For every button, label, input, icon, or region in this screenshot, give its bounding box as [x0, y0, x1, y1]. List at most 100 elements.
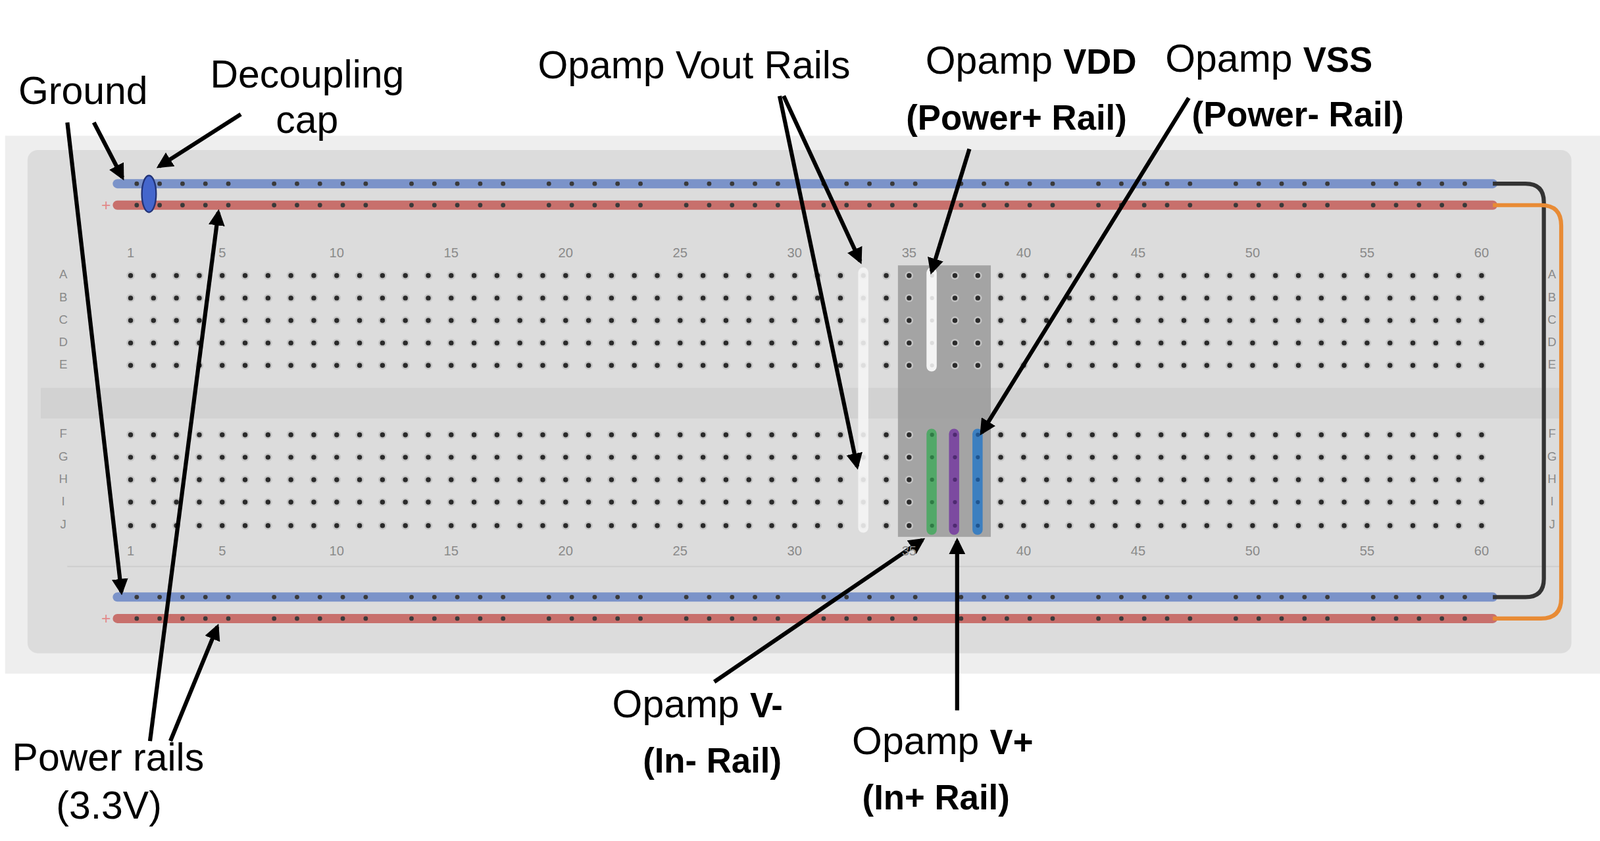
callout-label: Opamp [851, 719, 979, 764]
hole [1294, 475, 1302, 484]
hole [998, 363, 1003, 368]
hole [1042, 430, 1051, 439]
hole [1387, 317, 1393, 323]
hole [1439, 615, 1445, 621]
hole [653, 521, 662, 530]
hole [1433, 295, 1439, 300]
hole [538, 338, 547, 347]
callout-label: (In- Rail) [642, 740, 782, 781]
hole [180, 181, 185, 187]
hole [1248, 294, 1257, 302]
hole [684, 615, 689, 621]
hole [240, 430, 249, 439]
hole [1296, 317, 1301, 323]
hole [1410, 363, 1416, 368]
hole [632, 295, 637, 300]
leader-arrow [955, 540, 960, 710]
hole [1340, 498, 1349, 506]
hole [867, 594, 872, 600]
hole [1319, 317, 1324, 323]
hole [861, 500, 866, 504]
hole [1340, 361, 1349, 370]
hole [698, 361, 707, 370]
hole [1233, 202, 1239, 208]
hole [332, 361, 341, 370]
hole [378, 271, 387, 280]
hole [340, 615, 346, 621]
breadboard-index: F [59, 427, 67, 442]
hole [1111, 271, 1120, 280]
hole [309, 361, 318, 370]
callout-label: Decoupling cap [198, 53, 416, 143]
hole [1296, 432, 1301, 437]
hole [517, 523, 522, 528]
hole [471, 317, 477, 323]
hole [126, 316, 135, 325]
hole [1096, 181, 1101, 187]
hole [378, 475, 387, 484]
hole [1273, 499, 1278, 504]
hole [1142, 615, 1147, 621]
hole [1157, 453, 1166, 462]
hole [1204, 273, 1210, 278]
hole [357, 340, 362, 345]
hole [1019, 498, 1028, 506]
hole [1090, 523, 1095, 528]
hole [1371, 594, 1376, 600]
hole [1134, 361, 1143, 370]
hole [492, 271, 501, 280]
hole [790, 271, 799, 280]
hole [930, 273, 935, 278]
hole [1279, 594, 1285, 600]
hole [195, 521, 204, 530]
hole [126, 430, 135, 439]
hole [1090, 476, 1095, 482]
hole [609, 523, 614, 528]
hole [173, 273, 179, 278]
hole [744, 453, 753, 462]
hole [355, 338, 364, 347]
vdd-rail [926, 267, 937, 372]
hole [1090, 273, 1095, 278]
hole [707, 615, 712, 621]
hole [240, 316, 249, 325]
hole [218, 475, 227, 484]
hole [584, 271, 593, 280]
hole [1187, 615, 1193, 621]
hole [1455, 317, 1461, 323]
hole [1050, 202, 1056, 208]
hole [676, 361, 685, 370]
hole [424, 453, 433, 462]
hole [218, 453, 227, 462]
hole [1325, 202, 1330, 208]
hole [883, 317, 889, 323]
hole [1454, 498, 1463, 506]
hole [1019, 271, 1028, 280]
hole [1134, 453, 1143, 462]
hole-grid [861, 273, 980, 528]
hole [744, 498, 753, 506]
hole [632, 432, 637, 437]
hole [151, 499, 156, 504]
hole [815, 295, 820, 300]
hole [1410, 273, 1416, 278]
hole [1157, 271, 1166, 280]
hole [1248, 498, 1257, 506]
hole [930, 296, 935, 300]
hole [981, 202, 987, 208]
hole [517, 499, 522, 504]
hole [242, 476, 248, 482]
hole [996, 361, 1005, 370]
hole [263, 521, 272, 530]
hole [1317, 430, 1325, 439]
hole [1250, 454, 1255, 460]
hole [815, 432, 820, 437]
hole [1410, 295, 1416, 300]
hole [883, 476, 889, 482]
hole [1181, 340, 1187, 345]
hole [752, 181, 758, 187]
hole [1462, 181, 1468, 187]
hole [1112, 523, 1118, 528]
hole [1004, 202, 1010, 208]
hole [883, 432, 889, 437]
